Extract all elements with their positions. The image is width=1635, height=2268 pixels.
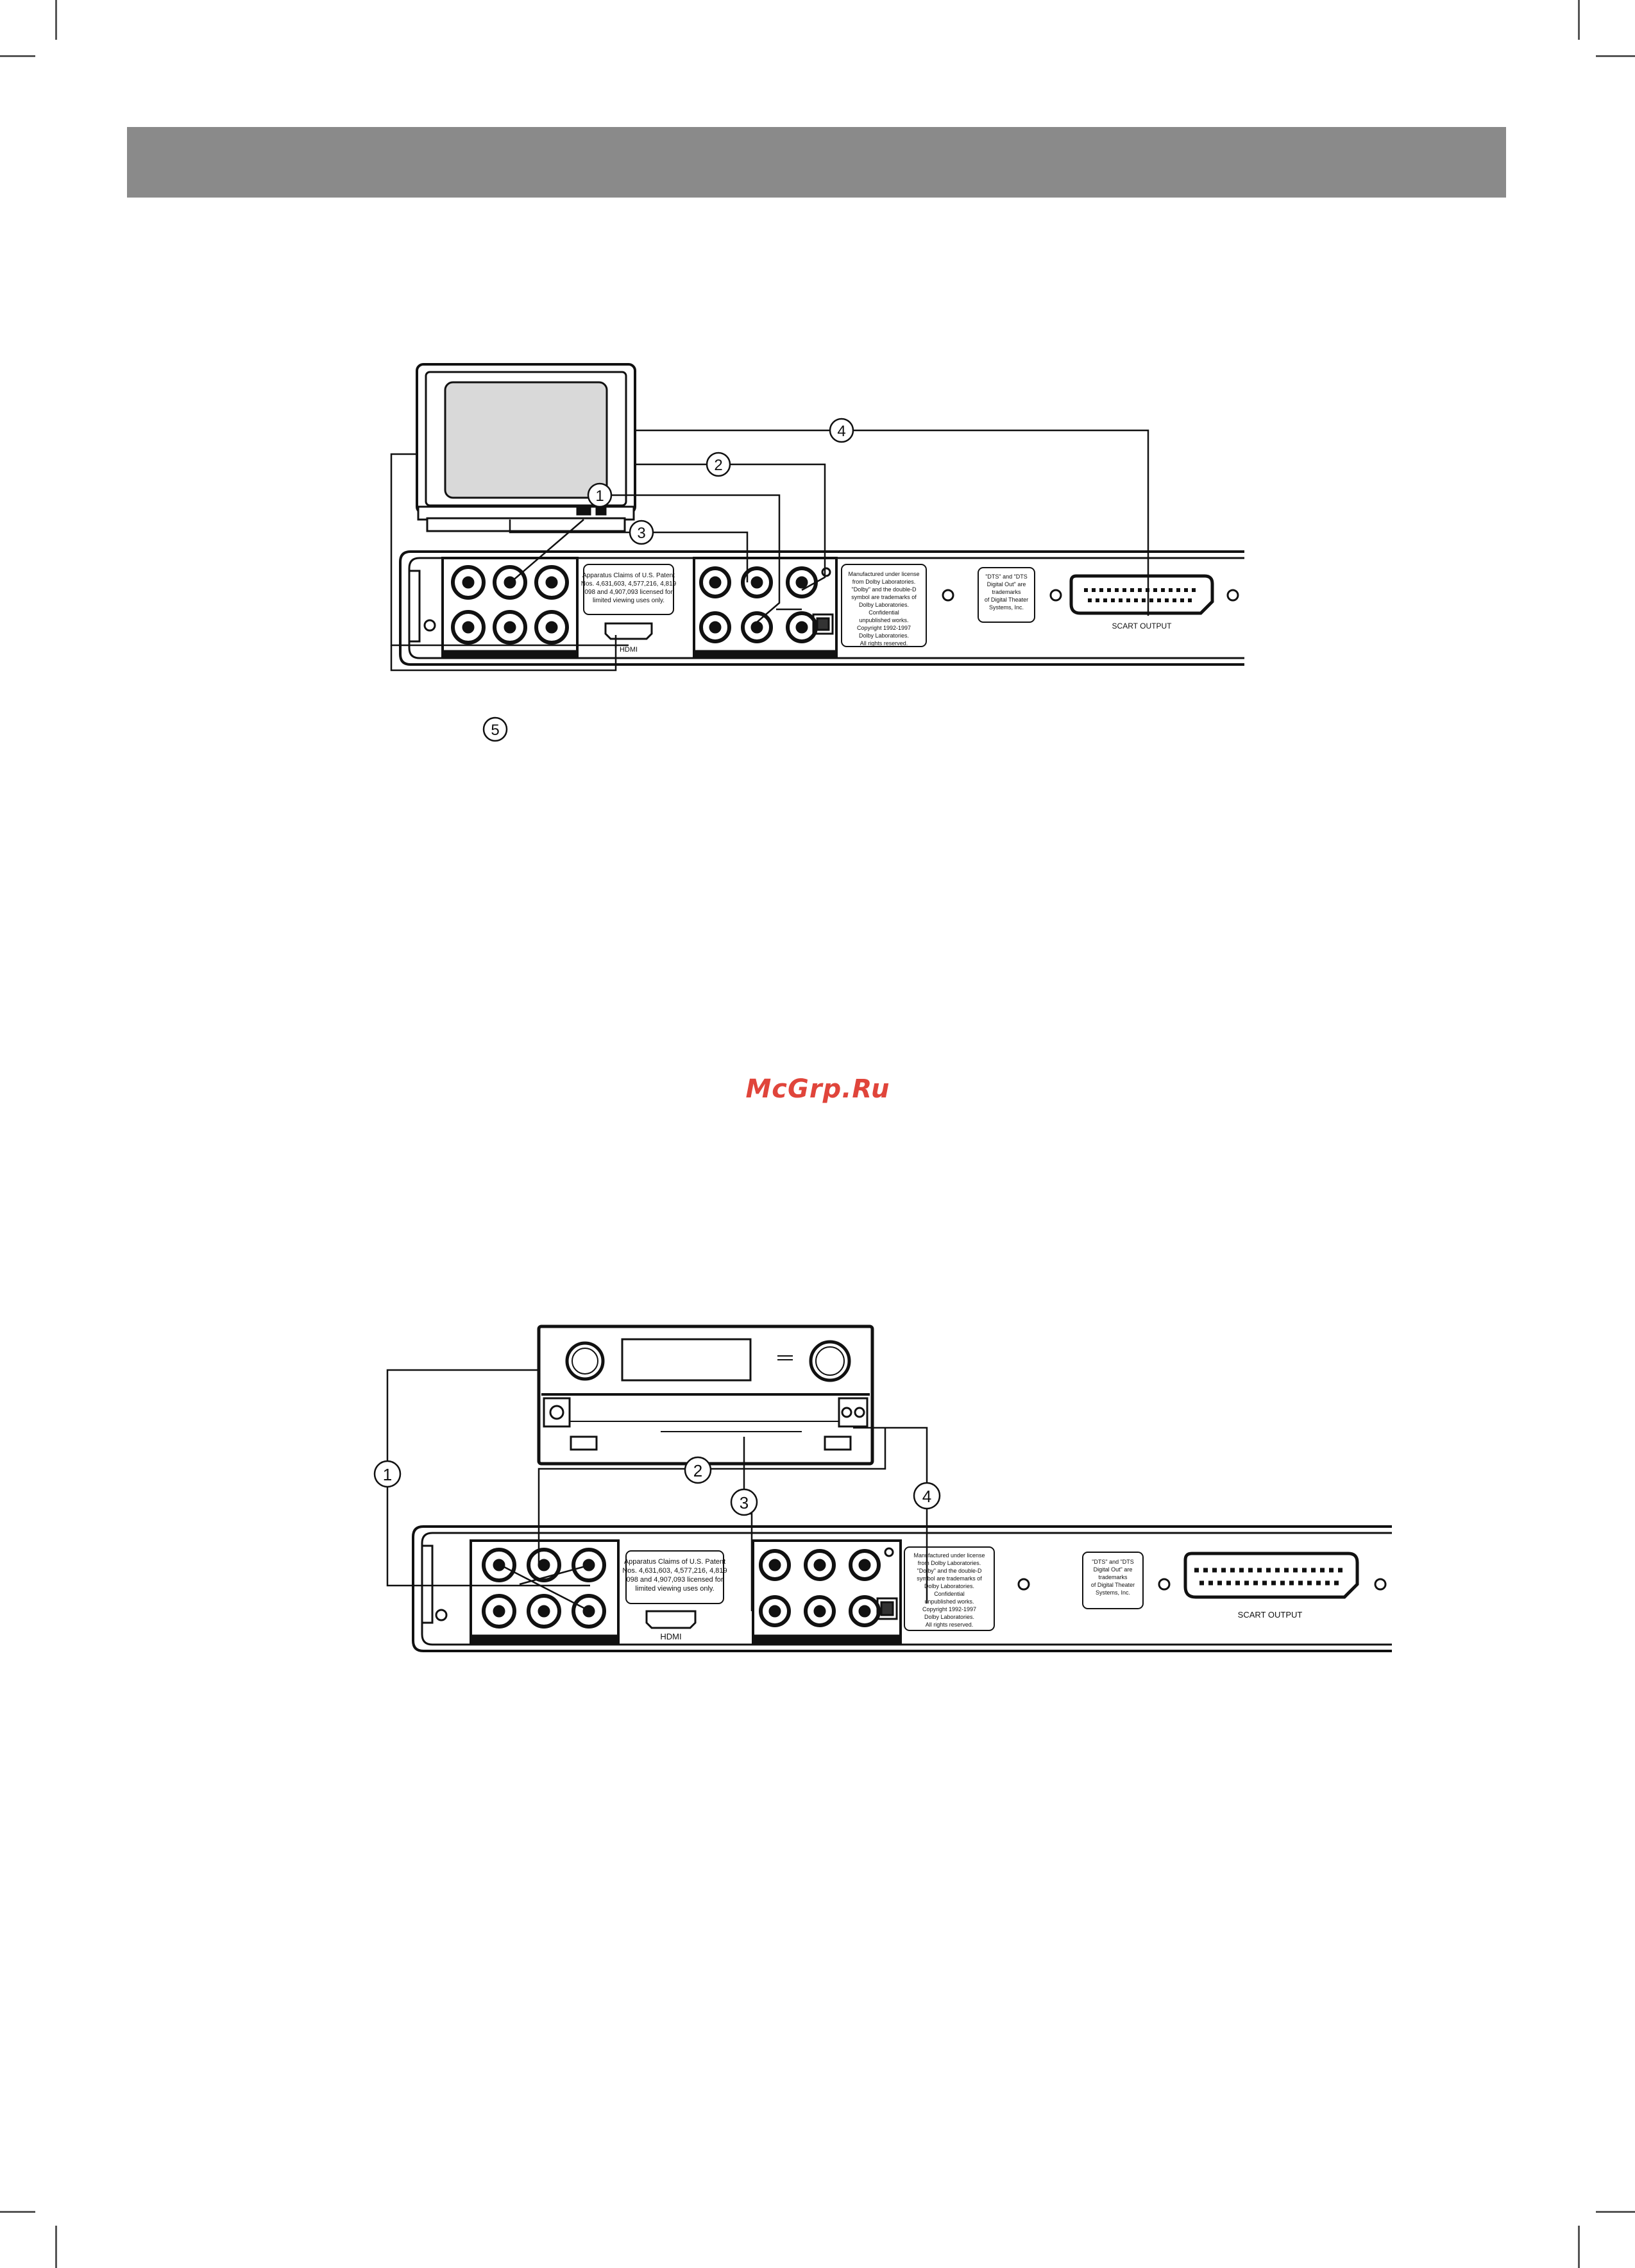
dolby-notice-line: Copyright 1992-1997 xyxy=(857,625,911,631)
callout-4: 4 xyxy=(913,1482,941,1510)
crop-mark xyxy=(1596,2211,1635,2213)
dolby-notice-line: All rights reserved. xyxy=(926,1621,974,1628)
dolby-notice-line: symbol are trademarks of xyxy=(851,594,917,600)
multichannel-output-jacks xyxy=(441,557,579,659)
scart-output-label: SCART OUTPUT xyxy=(1112,622,1173,630)
svg-text:4: 4 xyxy=(837,423,845,440)
dolby-notice-line: Confidential xyxy=(934,1591,965,1597)
patent-notice-line: limited viewing uses only. xyxy=(593,597,665,604)
dolby-notice-line: Copyright 1992-1997 xyxy=(922,1606,976,1612)
scart-output-port: SCART OUTPUT xyxy=(1183,1552,1359,1620)
player-rear-panel: Apparatus Claims of U.S. Patent Nos. 4,6… xyxy=(412,1525,1392,1652)
player-rear-panel: Apparatus Claims of U.S. Patent Nos. 4,6… xyxy=(399,550,1244,666)
section-header-bar xyxy=(127,127,1506,198)
dolby-notice-line: Dolby Laboratories. xyxy=(924,1583,974,1589)
callout-1: 1 xyxy=(373,1460,402,1488)
dts-notice-line: "DTS" and "DTS xyxy=(1092,1559,1134,1565)
patent-notice-line: Nos. 4,631,603, 4,577,216, 4,819 xyxy=(581,580,677,588)
dolby-notice-line: Dolby Laboratories. xyxy=(924,1614,974,1620)
watermark-logo: McGrp.Ru xyxy=(745,1074,890,1104)
dolby-notice-line: Dolby Laboratories. xyxy=(859,602,909,608)
dolby-notice-line: "Dolby" and the double-D xyxy=(852,586,917,593)
scart-output-port: SCART OUTPUT xyxy=(1069,574,1214,630)
patent-notice-line: Apparatus Claims of U.S. Patent xyxy=(624,1558,725,1566)
dts-notice-line: Systems, Inc. xyxy=(989,604,1024,611)
dolby-notice-line: Dolby Laboratories. xyxy=(859,632,909,639)
patent-notice-line: limited viewing uses only. xyxy=(635,1585,714,1593)
dts-notice-line: trademarks xyxy=(992,589,1021,595)
scart-output-label: SCART OUTPUT xyxy=(1238,1610,1303,1620)
callout-3: 3 xyxy=(629,520,654,545)
patent-notice-line: Apparatus Claims of U.S. Patent xyxy=(582,572,675,579)
amplifier-icon xyxy=(537,1324,874,1466)
dolby-notice-line: from Dolby Laboratories. xyxy=(918,1560,981,1566)
hdmi-label: HDMI xyxy=(660,1632,681,1641)
crop-mark xyxy=(1596,55,1635,57)
crop-mark xyxy=(1578,0,1580,40)
callout-5: 5 xyxy=(482,716,508,742)
svg-text:5: 5 xyxy=(491,722,499,739)
callout-1: 1 xyxy=(587,482,613,508)
multichannel-output-jacks xyxy=(470,1539,620,1645)
dolby-notice-line: Confidential xyxy=(868,609,899,616)
dolby-notice-line: symbol are trademarks of xyxy=(917,1575,982,1582)
av-output-jacks xyxy=(752,1539,902,1645)
crop-mark xyxy=(55,2226,57,2268)
hdmi-label: HDMI xyxy=(620,646,638,654)
dolby-notice-line: Manufactured under license xyxy=(848,571,919,577)
callout-3: 3 xyxy=(730,1488,758,1516)
crop-mark xyxy=(0,55,35,57)
dts-notice-line: of Digital Theater xyxy=(985,597,1028,603)
dts-notice-line: trademarks xyxy=(1098,1574,1128,1580)
crop-mark xyxy=(1578,2226,1580,2268)
tv-set-icon xyxy=(416,363,636,532)
tv-connection-diagram: Apparatus Claims of U.S. Patent Nos. 4,6… xyxy=(390,363,1244,742)
hdmi-port: HDMI xyxy=(645,1610,697,1641)
hdmi-port: HDMI xyxy=(604,622,653,654)
dts-notice-line: of Digital Theater xyxy=(1091,1582,1135,1588)
dolby-notice-line: unpublished works. xyxy=(924,1598,974,1605)
svg-text:2: 2 xyxy=(714,457,722,474)
crop-mark xyxy=(0,2211,35,2213)
callout-2: 2 xyxy=(684,1456,712,1484)
amplifier-connection-diagram: Apparatus Claims of U.S. Patent Nos. 4,6… xyxy=(373,1324,1392,1652)
crop-mark xyxy=(55,0,57,40)
dolby-notice-line: from Dolby Laboratories. xyxy=(852,579,916,585)
svg-text:2: 2 xyxy=(693,1461,702,1480)
patent-notice-line: 098 and 4,907,093 licensed for xyxy=(584,589,673,596)
patent-notice-line: 098 and 4,907,093 licensed for xyxy=(626,1576,723,1584)
callout-2: 2 xyxy=(706,452,731,477)
svg-text:1: 1 xyxy=(595,487,604,505)
dts-notice-line: Systems, Inc. xyxy=(1096,1589,1130,1596)
svg-text:3: 3 xyxy=(637,525,645,542)
svg-text:4: 4 xyxy=(922,1487,931,1506)
av-output-jacks xyxy=(693,557,838,659)
callout-4: 4 xyxy=(829,418,854,443)
dts-notice-line: Digital Out" are xyxy=(987,581,1026,588)
dolby-notice-line: unpublished works. xyxy=(859,617,908,623)
dts-notice-line: Digital Out" are xyxy=(1094,1566,1133,1573)
svg-text:1: 1 xyxy=(383,1465,392,1484)
dolby-notice-line: "Dolby" and the double-D xyxy=(917,1568,982,1574)
dolby-notice-line: All rights reserved. xyxy=(860,640,908,647)
patent-notice-line: Nos. 4,631,603, 4,577,216, 4,819 xyxy=(622,1567,727,1575)
dts-notice-line: "DTS" and "DTS xyxy=(985,573,1028,580)
svg-text:3: 3 xyxy=(740,1493,749,1512)
dolby-notice-line: Manufactured under license xyxy=(913,1552,985,1559)
